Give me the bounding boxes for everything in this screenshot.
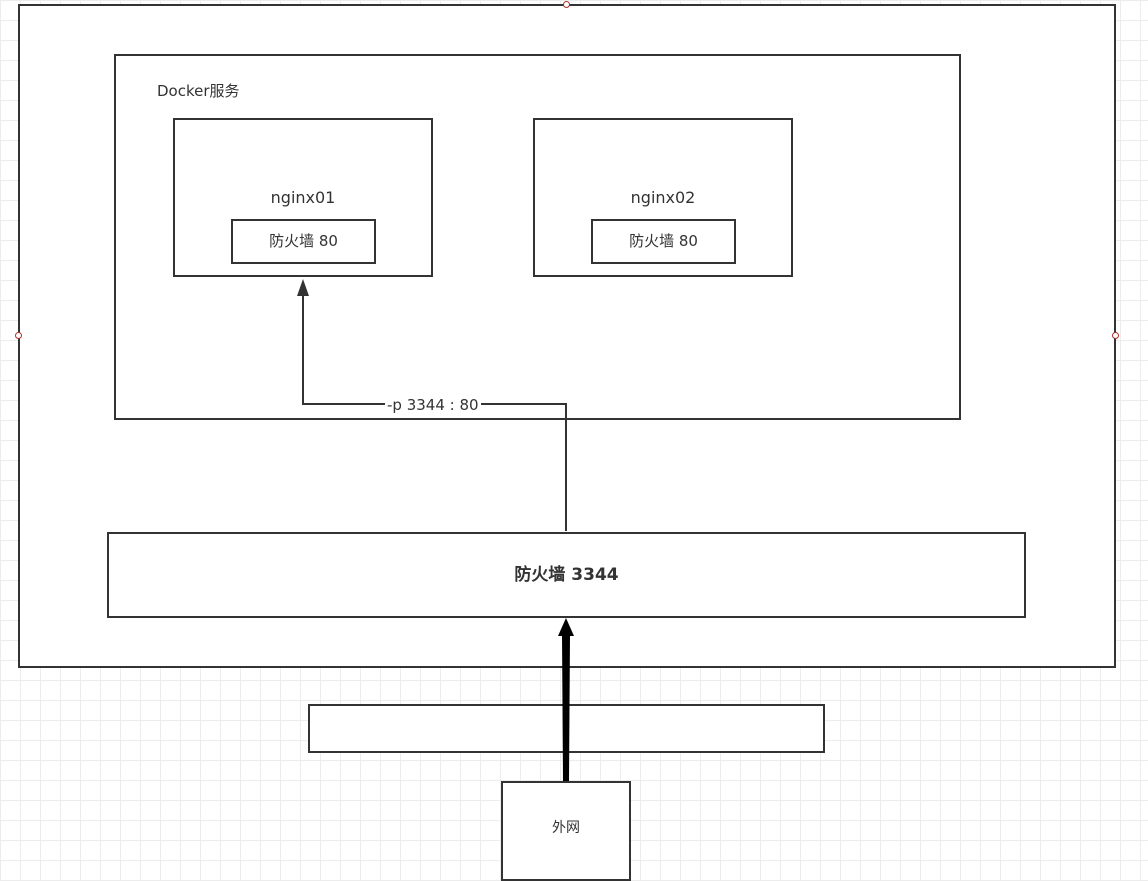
nginx01-container-box[interactable] — [173, 118, 433, 277]
external-network-box[interactable] — [501, 781, 631, 881]
nginx02-firewall-label: 防火墙 80 — [629, 232, 698, 250]
host-firewall-label: 防火墙 3344 — [514, 565, 619, 585]
resize-handle-top[interactable] — [563, 1, 570, 8]
docker-service-label: Docker服务 — [157, 82, 240, 100]
nginx02-label: nginx02 — [630, 188, 696, 207]
nginx01-firewall-box[interactable] — [231, 219, 376, 264]
external-network-label: 外网 — [552, 820, 580, 836]
resize-handle-left[interactable] — [15, 332, 22, 339]
port-mapping-arrowhead — [297, 279, 309, 296]
host-firewall-box[interactable] — [107, 532, 1026, 618]
external-arrow-shaft[interactable] — [562, 635, 570, 781]
nginx01-label: nginx01 — [270, 188, 336, 207]
external-arrowhead — [558, 618, 574, 636]
resize-handle-right[interactable] — [1112, 332, 1119, 339]
nginx01-firewall-label: 防火墙 80 — [269, 232, 338, 250]
port-mapping-label: -p 3344 : 80 — [385, 396, 481, 414]
nginx02-firewall-box[interactable] — [591, 219, 736, 264]
